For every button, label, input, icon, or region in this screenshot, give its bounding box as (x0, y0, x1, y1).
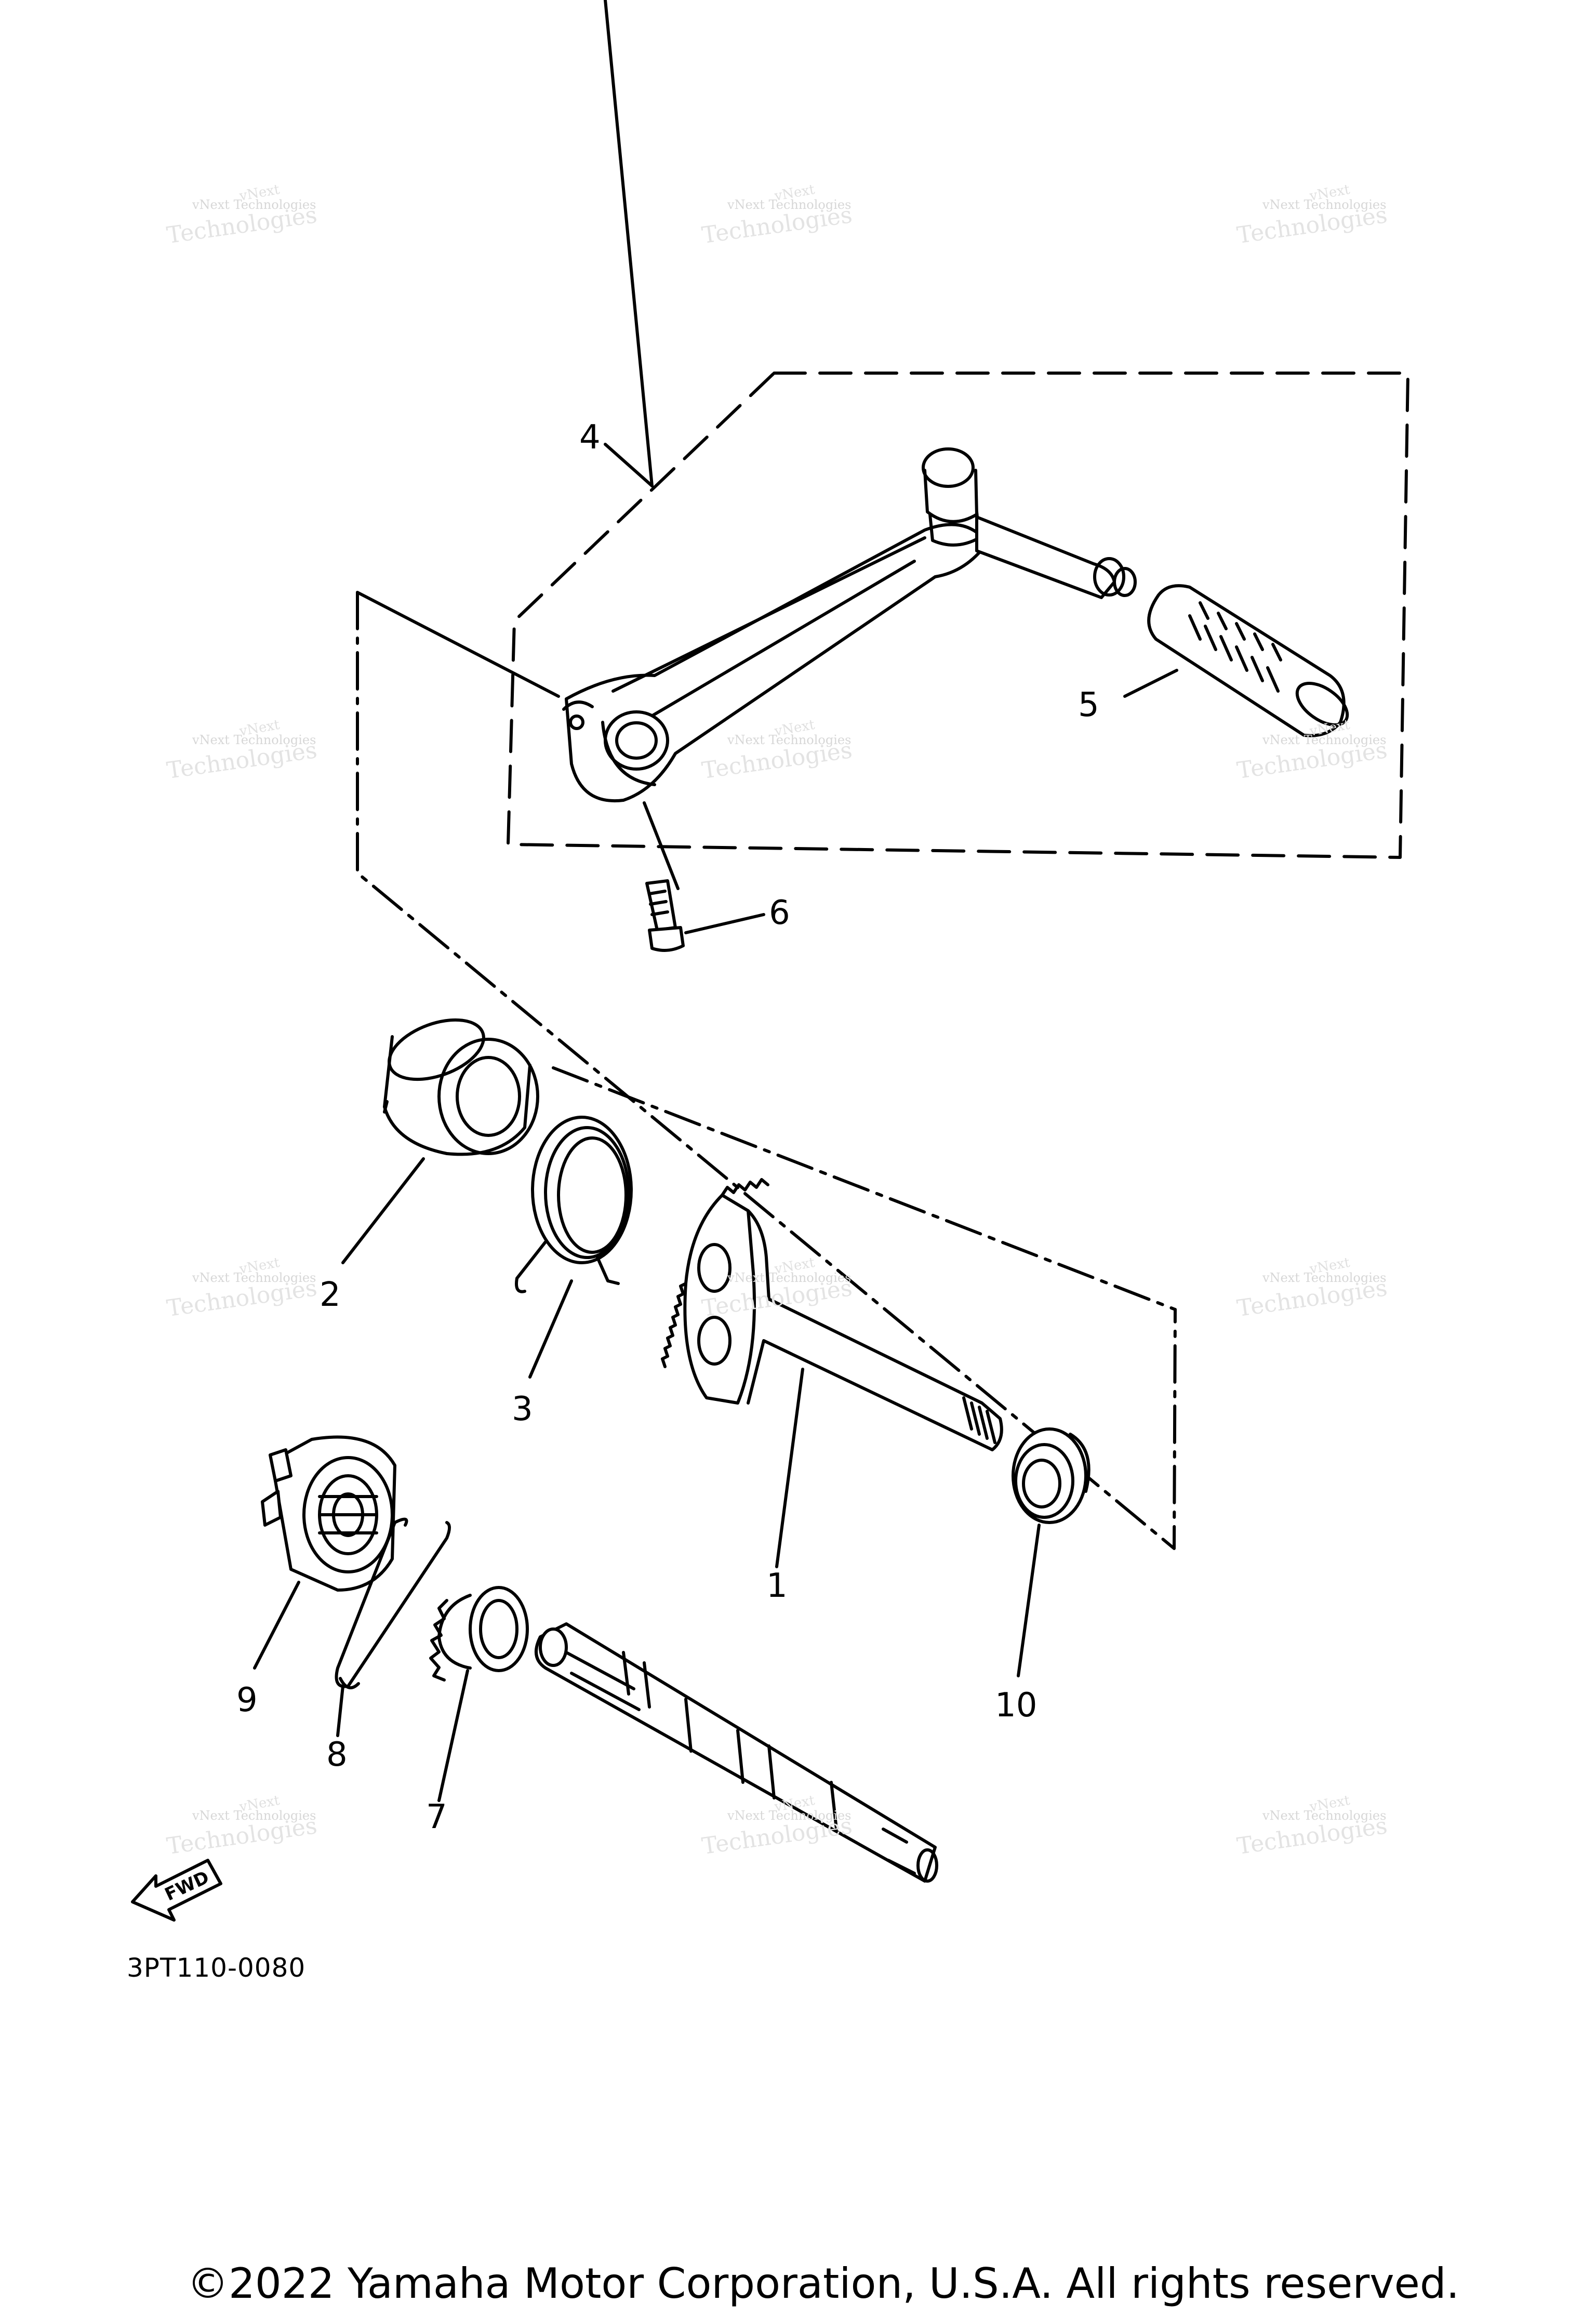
kick-axle-part (661, 1178, 1003, 1451)
callout-3-leader (528, 1279, 573, 1379)
callout-5-leader (1123, 669, 1178, 698)
copyright-notice: ©2022 Yamaha Motor Corporation, U.S.A. A… (187, 2259, 1460, 2308)
kick-crank-arm-part (562, 447, 1137, 803)
spring-part (515, 1116, 633, 1293)
forward-arrow-icon: FWD (131, 1859, 222, 1922)
callout-number-3: 3 (512, 1390, 533, 1428)
oil-seal-part (1012, 1427, 1090, 1524)
drive-gear-part (429, 1586, 529, 1682)
callout-1-leader (775, 1368, 804, 1568)
callout-number-1: 1 (766, 1567, 788, 1605)
callout-4-leader-line (604, 443, 654, 487)
ratchet-gear-part (261, 1435, 396, 1592)
grip-part (1147, 584, 1349, 737)
callout-number-9: 9 (236, 1681, 258, 1719)
callout-9-leader (253, 1581, 300, 1670)
callout-number-6: 6 (769, 894, 790, 932)
callout-7-leader (437, 1669, 469, 1802)
callout-number-7: 7 (426, 1798, 447, 1836)
callout-number-5: 5 (1078, 686, 1099, 724)
callout-10-leader (1017, 1524, 1041, 1677)
callout-8-leader (336, 1685, 344, 1737)
callout-6-leader (684, 913, 765, 934)
bushing-part (383, 1018, 539, 1156)
callout-number-4: 4 (579, 418, 601, 457)
callout-4-leader (604, 0, 654, 487)
callout-2-leader (341, 1157, 425, 1264)
clip-part (335, 1517, 451, 1689)
callout-number-10: 10 (995, 1686, 1038, 1725)
reference-dashdot-box (356, 591, 1177, 1550)
reference-line-mid (552, 1066, 1177, 1311)
assembly-dashed-box (507, 372, 1409, 859)
diagram-reference-code: 3PT110-0080 (127, 1953, 306, 1983)
kick-shaft-part (535, 1622, 938, 1883)
callout-number-8: 8 (326, 1736, 348, 1774)
callout-number-2: 2 (320, 1276, 341, 1314)
bolt-part (643, 801, 685, 952)
reference-line-top (356, 591, 560, 698)
